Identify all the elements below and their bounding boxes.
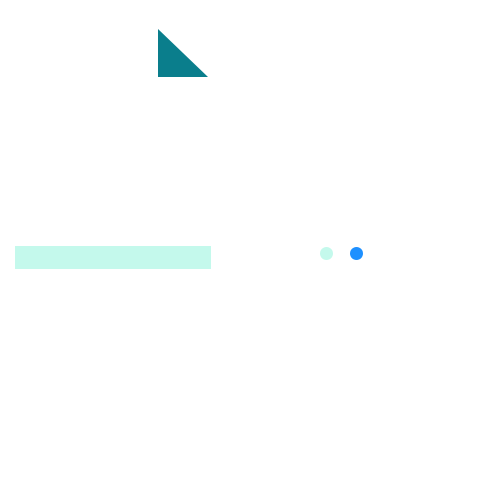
mint-bar-shape (15, 246, 211, 269)
mint-dot (320, 247, 333, 260)
teal-triangle-shape (158, 29, 208, 77)
blue-dot (350, 247, 363, 260)
